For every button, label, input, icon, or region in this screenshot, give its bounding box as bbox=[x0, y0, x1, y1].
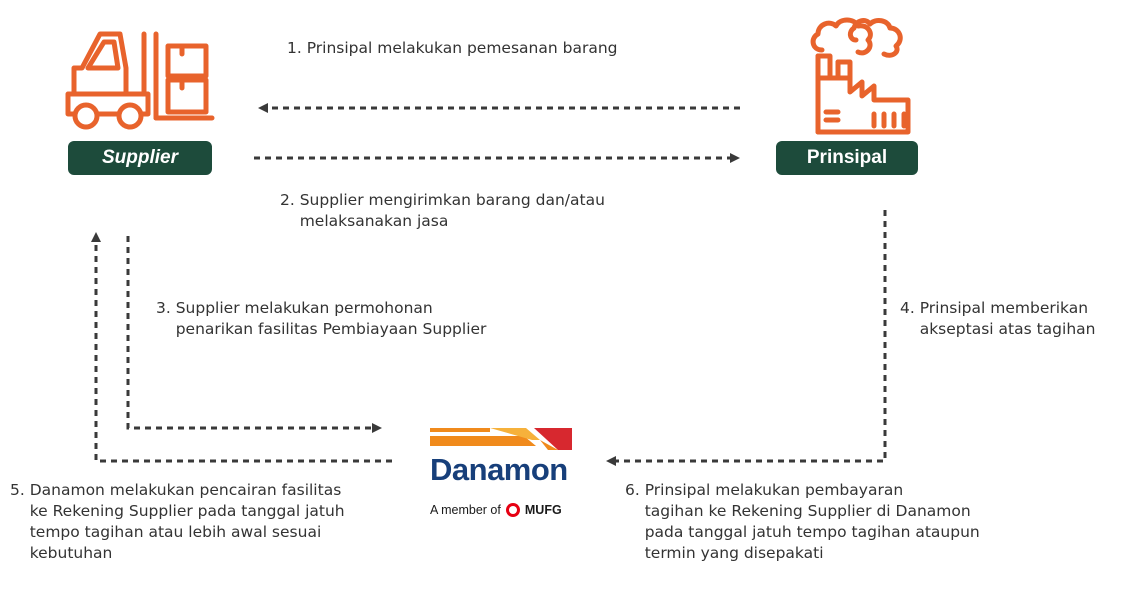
arrow-step-5 bbox=[91, 232, 392, 463]
arrow-step-4 bbox=[606, 210, 887, 466]
supplier-label: Supplier bbox=[68, 141, 212, 175]
tagline-brand: MUFG bbox=[524, 503, 562, 517]
step-4-text: 4. Prinsipal memberikan akseptasi atas t… bbox=[900, 298, 1095, 340]
step-4-line-2: akseptasi atas tagihan bbox=[900, 320, 1096, 338]
step-6-line-1: 6. Prinsipal melakukan pembayaran bbox=[625, 481, 904, 499]
step-5-line-4: kebutuhan bbox=[10, 544, 113, 562]
step-6-line-3: pada tanggal jatuh tempo tagihan ataupun bbox=[625, 523, 980, 541]
step-1-text: 1. Prinsipal melakukan pemesanan barang bbox=[287, 38, 618, 59]
forklift-icon bbox=[65, 31, 215, 130]
step-3-line-2: penarikan fasilitas Pembiayaan Supplier bbox=[156, 320, 487, 338]
factory-icon bbox=[810, 17, 911, 135]
arrow-step-3 bbox=[126, 236, 382, 433]
step-2-text: 2. Supplier mengirimkan barang dan/atau … bbox=[280, 190, 605, 232]
step-6-text: 6. Prinsipal melakukan pembayaran tagiha… bbox=[625, 480, 980, 564]
step-3-text: 3. Supplier melakukan permohonan penarik… bbox=[156, 298, 486, 340]
danamon-tagline: A member of MUFG bbox=[430, 503, 562, 517]
danamon-wordmark: Danamon bbox=[430, 452, 568, 487]
step-1-line-1: 1. Prinsipal melakukan pemesanan barang bbox=[287, 39, 618, 57]
step-5-line-3: tempo tagihan atau lebih awal sesuai bbox=[10, 523, 322, 541]
step-3-line-1: 3. Supplier melakukan permohonan bbox=[156, 299, 433, 317]
mufg-logo-icon bbox=[505, 503, 520, 517]
step-4-line-1: 4. Prinsipal memberikan bbox=[900, 299, 1089, 317]
tagline-prefix: A member of bbox=[430, 503, 501, 517]
step-6-line-4: termin yang disepakati bbox=[625, 544, 824, 562]
step-5-line-2: ke Rekening Supplier pada tanggal jatuh bbox=[10, 502, 345, 520]
step-6-line-2: tagihan ke Rekening Supplier di Danamon bbox=[625, 502, 971, 520]
step-2-line-2: melaksanakan jasa bbox=[280, 212, 449, 230]
prinsipal-label: Prinsipal bbox=[776, 141, 918, 175]
step-5-text: 5. Danamon melakukan pencairan fasilitas… bbox=[10, 480, 345, 564]
danamon-logo-mark bbox=[430, 428, 572, 450]
step-5-line-1: 5. Danamon melakukan pencairan fasilitas bbox=[10, 481, 342, 499]
step-2-line-1: 2. Supplier mengirimkan barang dan/atau bbox=[280, 191, 605, 209]
